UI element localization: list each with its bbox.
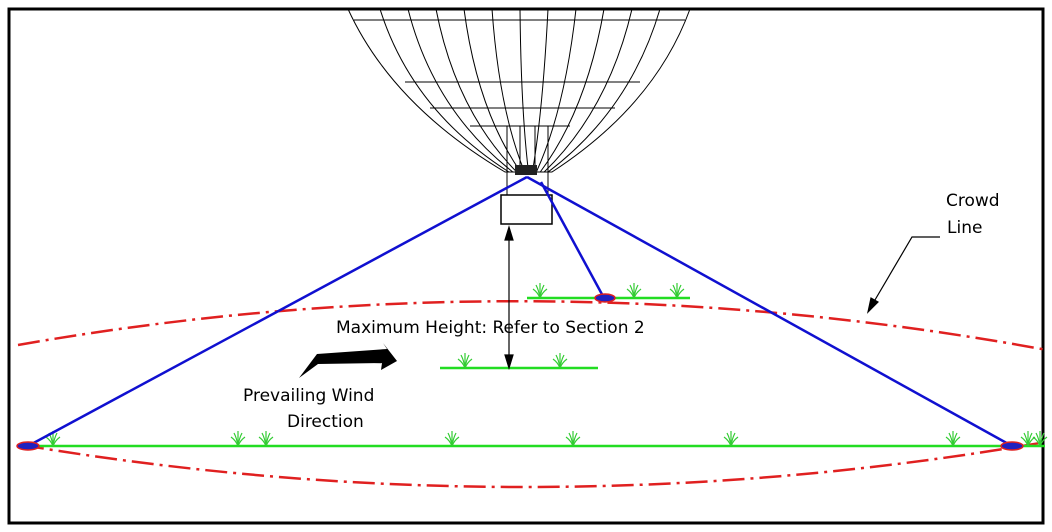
anchor-point-center: [594, 293, 616, 303]
anchor-points: [16, 293, 1024, 451]
grass-tuft: [532, 283, 548, 299]
height-arrowhead-top: [504, 224, 514, 241]
wind-arrow-icon: [299, 343, 397, 378]
tether-right: [526, 175, 1013, 448]
max-height-label: Maximum Height: Refer to Section 2: [336, 318, 645, 338]
crowd-line-label-1: Crowd: [946, 191, 1000, 211]
grass-tufts: [45, 283, 1048, 447]
tether-left: [27, 175, 528, 448]
grass-tuft: [457, 353, 473, 369]
anchor-point-left: [16, 441, 40, 451]
balloon-gore-line: [519, 8, 529, 173]
grass-tuft: [626, 283, 642, 299]
balloon-gore-line: [407, 8, 514, 173]
grass-tuft: [669, 283, 685, 299]
balloon-envelope-outline: [347, 8, 691, 173]
balloon-gores: [379, 8, 661, 173]
balloon-gore-line: [543, 8, 633, 173]
anchor-point-right: [1000, 441, 1024, 451]
crowd-leader-arrowhead: [866, 297, 879, 314]
grass-tuft: [565, 431, 581, 447]
grass-tuft: [258, 431, 274, 447]
grass-tuft: [945, 431, 961, 447]
balloon-gore-line: [491, 8, 526, 173]
balloon-gore-line: [547, 8, 661, 173]
crowd-line-lower: [21, 441, 1041, 489]
balloon-gore-line: [463, 8, 522, 173]
grass-tuft: [552, 353, 568, 369]
height-arrowhead-bottom: [504, 354, 514, 371]
balloon: [347, 8, 691, 195]
burner: [515, 165, 537, 175]
grass-tuft: [723, 431, 739, 447]
grass-tuft: [444, 431, 460, 447]
max-height-dimension: [504, 224, 514, 371]
balloon-gore-line: [539, 8, 605, 173]
crowd-line: [17, 299, 1048, 489]
balloon-gore-line: [435, 8, 518, 173]
crowd-line-label-2: Line: [947, 218, 982, 238]
balloon-gore-line: [379, 8, 510, 173]
tether-center: [539, 181, 606, 299]
balloon-gore-line: [535, 8, 577, 173]
crowd-line-upper: [17, 299, 1048, 352]
balloon-basket: [500, 194, 553, 225]
crowd-leader-line: [871, 236, 940, 306]
grass-tuft: [230, 431, 246, 447]
wind-label-2: Direction: [287, 412, 364, 432]
wind-label-1: Prevailing Wind: [243, 386, 374, 406]
tether-lines: [27, 175, 1013, 448]
drawing-frame: [7, 7, 1045, 525]
grass-tuft: [1032, 431, 1048, 447]
crowd-line-leader: [866, 236, 940, 314]
grass-tuft: [1020, 431, 1036, 447]
